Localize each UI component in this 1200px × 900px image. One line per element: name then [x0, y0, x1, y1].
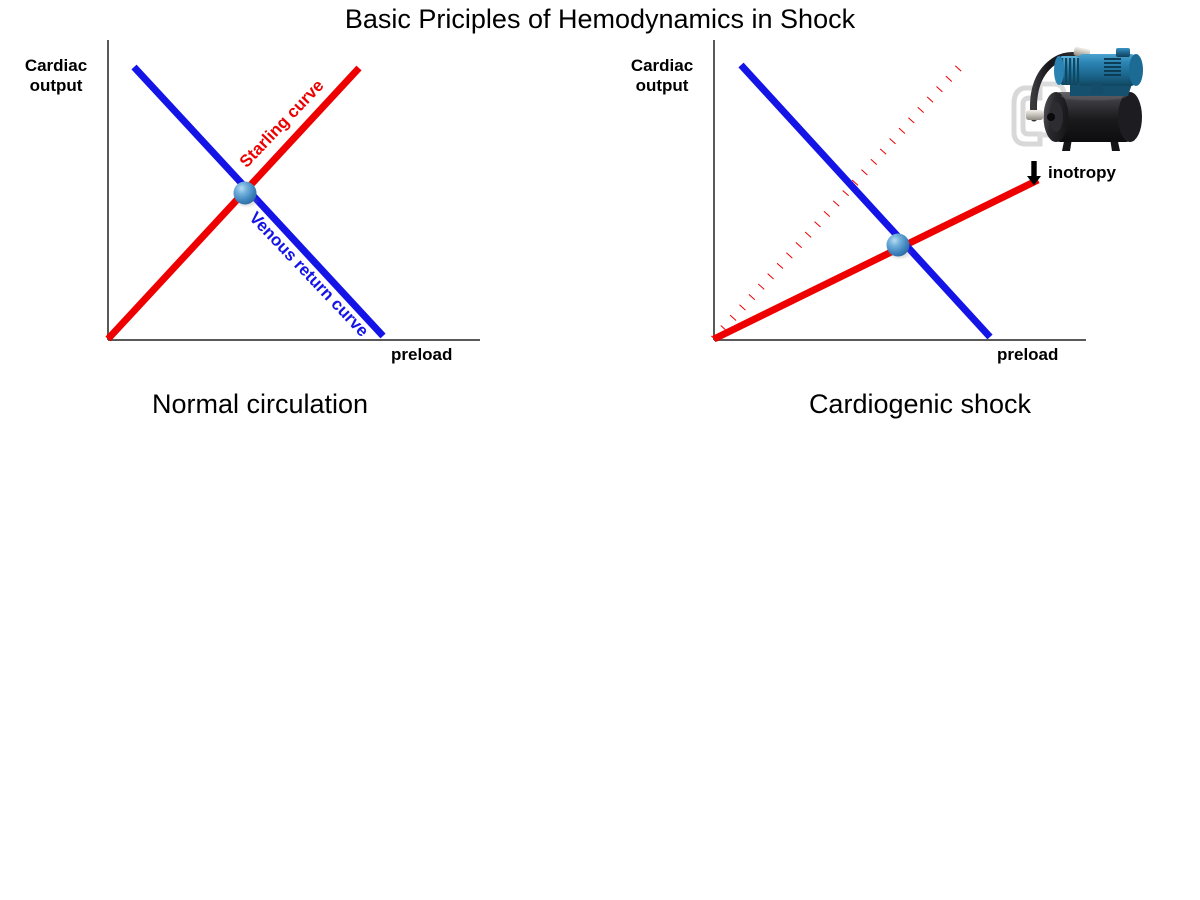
y-axis-label-line2: output — [635, 76, 689, 96]
panel-normal-circulation: Cardiac output preload Starling curve Ve… — [0, 0, 600, 440]
operating-point-marker — [886, 233, 910, 257]
x-axis-label: preload — [391, 345, 453, 364]
pump-fin-cap — [1054, 56, 1064, 85]
inotropy-label: inotropy — [1048, 163, 1116, 182]
chart-normal-circulation — [105, 40, 480, 342]
pump-tank-left-cap-inner — [1049, 102, 1063, 132]
panel-caption-normal: Normal circulation — [151, 389, 369, 419]
inotropy-annotation: inotropy — [1026, 160, 1116, 186]
page-title: Basic Priciples of Hemodynamics in Shock — [344, 4, 856, 34]
down-arrow-icon — [1026, 160, 1042, 186]
panel-cardiogenic-shock: Cardiac output preload Cardiogenic shock — [600, 0, 1200, 440]
panel-caption-cardiogenic: Cardiogenic shock — [808, 389, 1032, 419]
water-pump-icon — [1004, 36, 1174, 161]
pump-pipe-fitting-left — [1026, 110, 1043, 120]
operating-point-marker — [233, 181, 257, 205]
venous-return-curve-line — [738, 62, 993, 340]
pump-junction-box — [1116, 48, 1130, 57]
y-axis-label: Cardiac output — [614, 56, 710, 96]
starling-curve-normal-dotted-line — [711, 59, 967, 342]
x-axis-label: preload — [997, 345, 1059, 364]
y-axis-label-line2: output — [29, 76, 83, 96]
pump-tank-port — [1047, 113, 1055, 121]
starling-curve-depressed-line — [712, 176, 1040, 343]
pump-motor-vents — [1104, 58, 1121, 76]
chart-cardiogenic-shock — [711, 40, 1086, 343]
pump-tank-body — [1056, 92, 1130, 142]
y-axis-label-line1: Cardiac — [630, 56, 694, 75]
watermark-shape — [1011, 85, 1043, 147]
pump-outlet — [1090, 84, 1104, 94]
pump-tank-right-cap — [1118, 92, 1142, 142]
starling-curve-line — [105, 65, 362, 342]
y-axis-label: Cardiac output — [8, 56, 104, 96]
pump-motor-end — [1129, 54, 1143, 86]
y-axis-label-line1: Cardiac — [24, 56, 88, 75]
